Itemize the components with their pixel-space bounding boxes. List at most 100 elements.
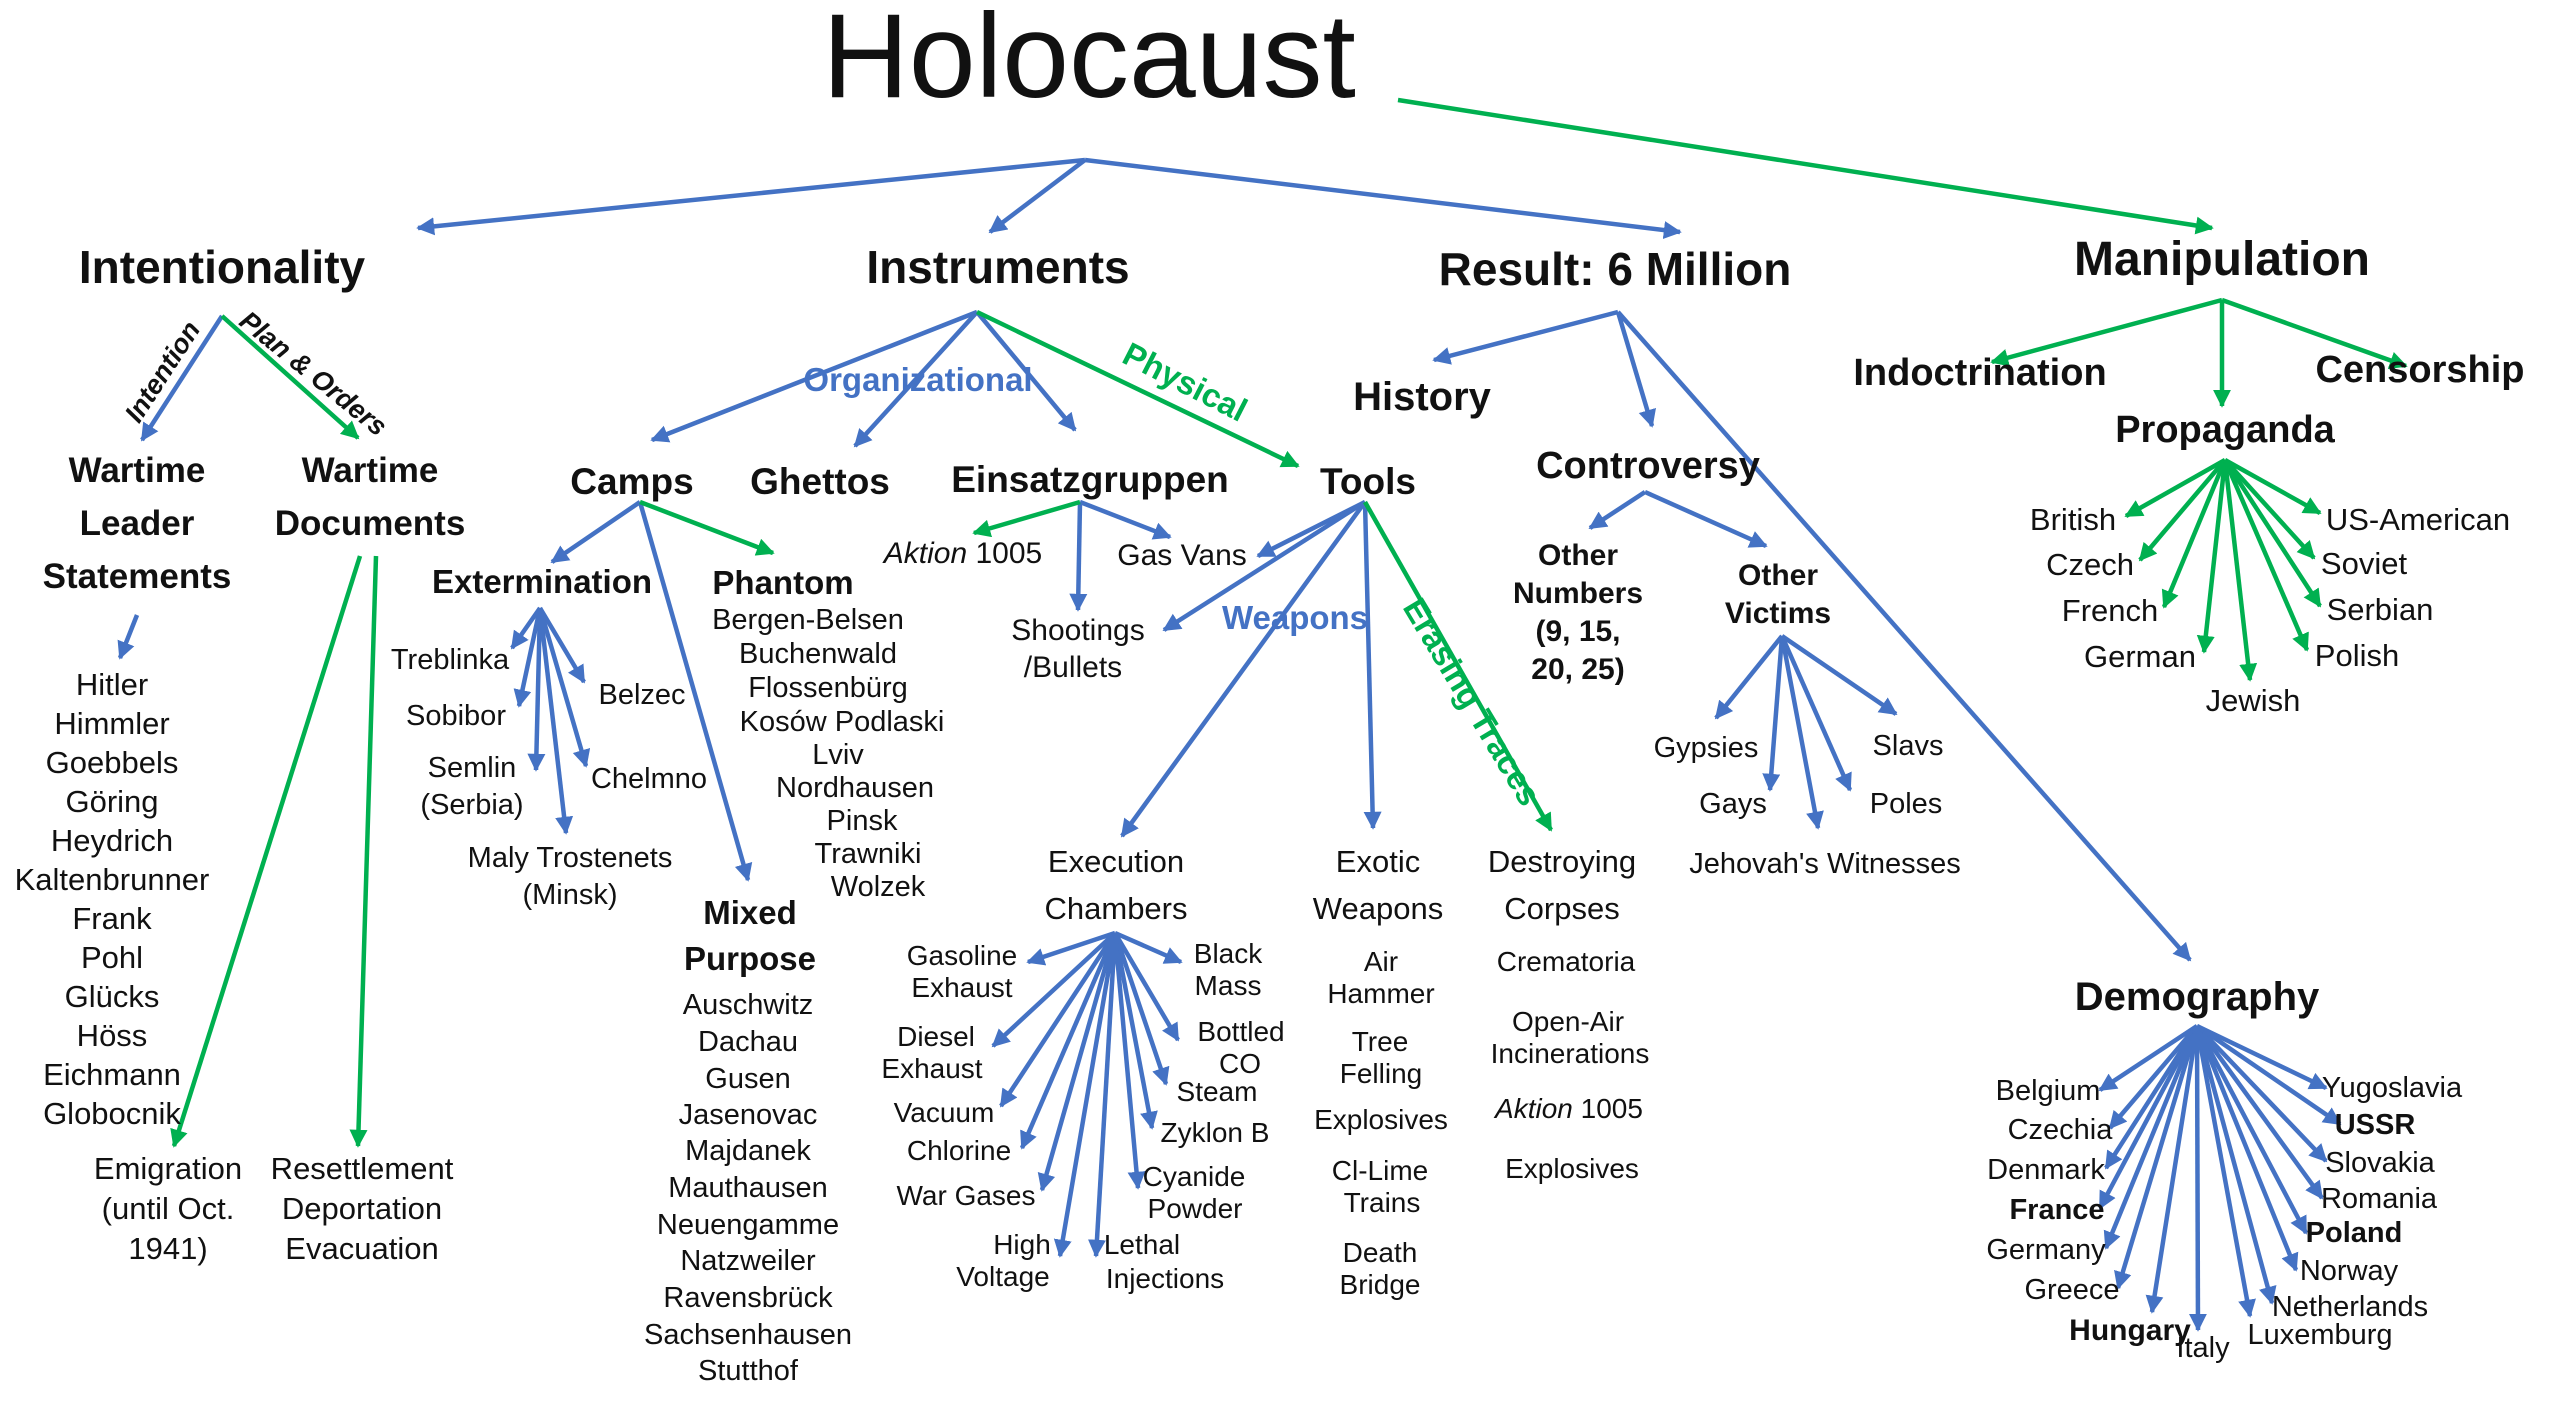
connector-line xyxy=(349,555,379,1148)
connector-line xyxy=(1588,490,1647,530)
branch-intentionality: Intentionality xyxy=(78,241,366,293)
connector-line xyxy=(2124,458,2227,518)
connector-line xyxy=(1053,932,1118,1258)
demo-greece: Greece xyxy=(2024,1274,2120,1306)
exec-war-gases: War Gases xyxy=(896,1180,1036,1211)
connector-line xyxy=(2222,459,2310,652)
connector-line xyxy=(2098,1024,2199,1092)
node-resettlement-3: Evacuation xyxy=(285,1231,439,1266)
victim-poles: Poles xyxy=(1869,788,1943,820)
node-resettlement-2: Deportation xyxy=(281,1191,443,1226)
leader-hoss: Höss xyxy=(76,1018,148,1053)
camp-semlin-2: (Serbia) xyxy=(420,789,524,821)
mixed-mauthausen: Mauthausen xyxy=(668,1172,828,1204)
node-other-numbers-1: Other xyxy=(1537,539,1619,572)
leader-kaltenbrunner: Kaltenbrunner xyxy=(14,862,210,897)
connector-line xyxy=(976,309,1300,469)
demo-italy: Italy xyxy=(2176,1332,2230,1364)
connector-line xyxy=(1432,309,1619,365)
leader-pohl: Pohl xyxy=(80,940,144,975)
node-einsatzgruppen: Einsatzgruppen xyxy=(951,459,1229,500)
connector-line xyxy=(1363,500,1553,832)
connector-line xyxy=(1779,635,1824,830)
exotic-cl-lime-1: Cl-Lime xyxy=(1331,1155,1429,1186)
camp-chelmno: Chelmno xyxy=(590,763,708,795)
leader-himmler: Himmler xyxy=(54,706,170,741)
demo-luxemburg: Luxemburg xyxy=(2247,1319,2393,1351)
connector-line xyxy=(2108,1024,2199,1130)
exec-gasoline-1: Gasoline xyxy=(906,940,1018,971)
node-propaganda: Propaganda xyxy=(2115,409,2335,451)
leader-heydrich: Heydrich xyxy=(50,823,174,858)
node-demography: Demography xyxy=(2074,975,2320,1019)
exotic-death-bridge-1: Death xyxy=(1342,1237,1418,1268)
connector-line xyxy=(1019,932,1118,1150)
mixed-ravensbruck: Ravensbrück xyxy=(663,1282,833,1314)
connector-line xyxy=(1079,499,1172,540)
connector-line xyxy=(639,499,775,556)
connector-line xyxy=(2195,1024,2308,1235)
prop-jewish: Jewish xyxy=(2205,683,2301,718)
connector-line xyxy=(1112,932,1146,1190)
node-other-numbers-3: (9, 15, xyxy=(1535,615,1621,648)
phantom-pinsk: Pinsk xyxy=(826,805,898,837)
exec-lethal-1: Lethal xyxy=(1103,1229,1181,1260)
connector-line xyxy=(1120,500,1367,838)
destroy-aktion-1005: Aktion 1005 xyxy=(1495,1093,1643,1124)
demo-czechia: Czechia xyxy=(2007,1114,2113,1146)
connector-line xyxy=(1615,311,1656,428)
connector-line xyxy=(513,607,543,708)
demo-denmark: Denmark xyxy=(1987,1154,2105,1186)
connector-line xyxy=(1114,930,1183,965)
connector-line xyxy=(1762,635,1785,792)
exec-diesel-1: Diesel xyxy=(897,1021,975,1052)
connector-line xyxy=(999,931,1117,1108)
connector-line xyxy=(2098,1024,2199,1210)
connector-line xyxy=(853,310,979,448)
connector-line xyxy=(2194,1025,2299,1272)
aktion-number: 1005 xyxy=(975,537,1043,570)
leader-frank: Frank xyxy=(72,901,152,936)
leader-eichmann: Eichmann xyxy=(43,1057,181,1092)
connector-line xyxy=(1087,932,1118,1258)
exotic-death-bridge-2: Bridge xyxy=(1339,1269,1421,1300)
connector-line xyxy=(2145,1025,2200,1314)
connector-line xyxy=(1112,932,1158,1130)
connector-line xyxy=(1026,930,1116,966)
connector-line xyxy=(2223,458,2322,608)
prop-czech: Czech xyxy=(2046,547,2134,582)
exotic-air-hammer-1: Air xyxy=(1363,946,1399,977)
exec-black-mass-2: Mass xyxy=(1194,970,1262,1001)
exec-steam: Steam xyxy=(1176,1076,1258,1107)
node-ghettos: Ghettos xyxy=(750,461,890,502)
edge-label-organizational: Organizational xyxy=(803,361,1033,398)
node-gas-vans: Gas Vans xyxy=(1117,539,1247,572)
prop-us-american: US-American xyxy=(2325,502,2511,537)
destroy-crematoria: Crematoria xyxy=(1496,946,1636,977)
camp-maly-1: Maly Trostenets xyxy=(467,842,673,874)
node-execution-chambers-2: Chambers xyxy=(1044,891,1188,926)
connector-line xyxy=(637,501,753,882)
node-history: History xyxy=(1353,375,1491,419)
connector-line xyxy=(972,499,1081,538)
victim-gypsies: Gypsies xyxy=(1653,732,1759,764)
node-shootings-1: Shootings xyxy=(1011,614,1145,647)
edge-label-weapons: Weapons xyxy=(1221,599,1369,636)
prop-german: German xyxy=(2084,639,2196,674)
demo-romania: Romania xyxy=(2320,1183,2438,1215)
camp-sobibor: Sobibor xyxy=(406,700,506,732)
node-tools: Tools xyxy=(1320,461,1416,502)
connector-line xyxy=(140,314,224,442)
mixed-gusen: Gusen xyxy=(705,1063,791,1095)
exec-bottled-co-2: CO xyxy=(1219,1048,1261,1079)
phantom-kosow-podlaski: Kosów Podlaski xyxy=(739,706,945,738)
demo-ussr: USSR xyxy=(2334,1109,2416,1141)
connector-line xyxy=(220,314,360,440)
exotic-cl-lime-2: Trains xyxy=(1343,1187,1421,1218)
connector-line xyxy=(991,931,1117,1048)
exec-diesel-2: Exhaust xyxy=(881,1053,983,1084)
leader-goebbels: Goebbels xyxy=(45,745,179,780)
prop-polish: Polish xyxy=(2314,638,2400,673)
